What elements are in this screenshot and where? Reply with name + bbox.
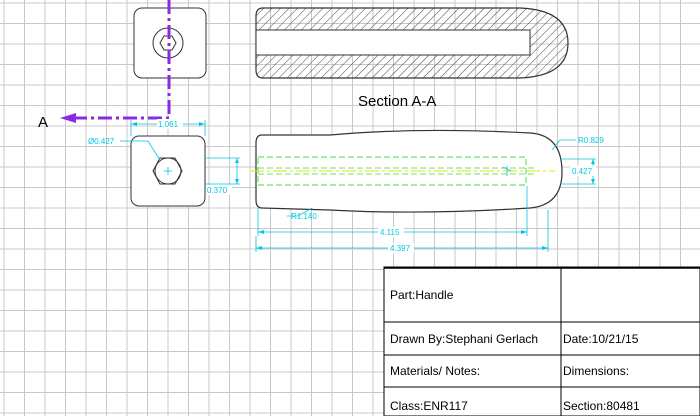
handle-side-view <box>255 129 563 213</box>
dim-length-total: 4.397 <box>390 244 411 253</box>
dim-hex-width: 1.061 <box>158 120 179 129</box>
dim-hole-diameter: Ø0.427 <box>88 137 115 146</box>
hidden-lines <box>250 156 555 186</box>
dim-length-inner: 4.115 <box>380 228 400 237</box>
cutting-plane-line <box>60 0 171 123</box>
title-block-class: Class:ENR117 <box>390 399 468 413</box>
dim-fillet-radius: R1.140 <box>291 212 317 221</box>
section-title: Section A-A <box>358 93 436 110</box>
title-block-date: Date:10/21/15 <box>563 332 639 346</box>
title-block-section: Section:80481 <box>563 399 640 413</box>
section-view <box>255 7 569 79</box>
dim-offset: 0.370 <box>207 186 228 195</box>
dim-end-height: 0.427 <box>572 167 593 176</box>
title-block-materials: Materials/ Notes: <box>390 364 480 378</box>
title-block-dimensions: Dimensions: <box>563 364 629 378</box>
title-block-drawn-by: Drawn By:Stephani Gerlach <box>390 332 538 346</box>
section-marker-label: A <box>38 114 48 131</box>
dim-end-radius: R0.829 <box>578 136 604 145</box>
title-block-part: Part:Handle <box>390 288 454 302</box>
title-block <box>383 266 700 416</box>
dimension-arrows <box>131 122 595 250</box>
end-view <box>130 135 206 207</box>
